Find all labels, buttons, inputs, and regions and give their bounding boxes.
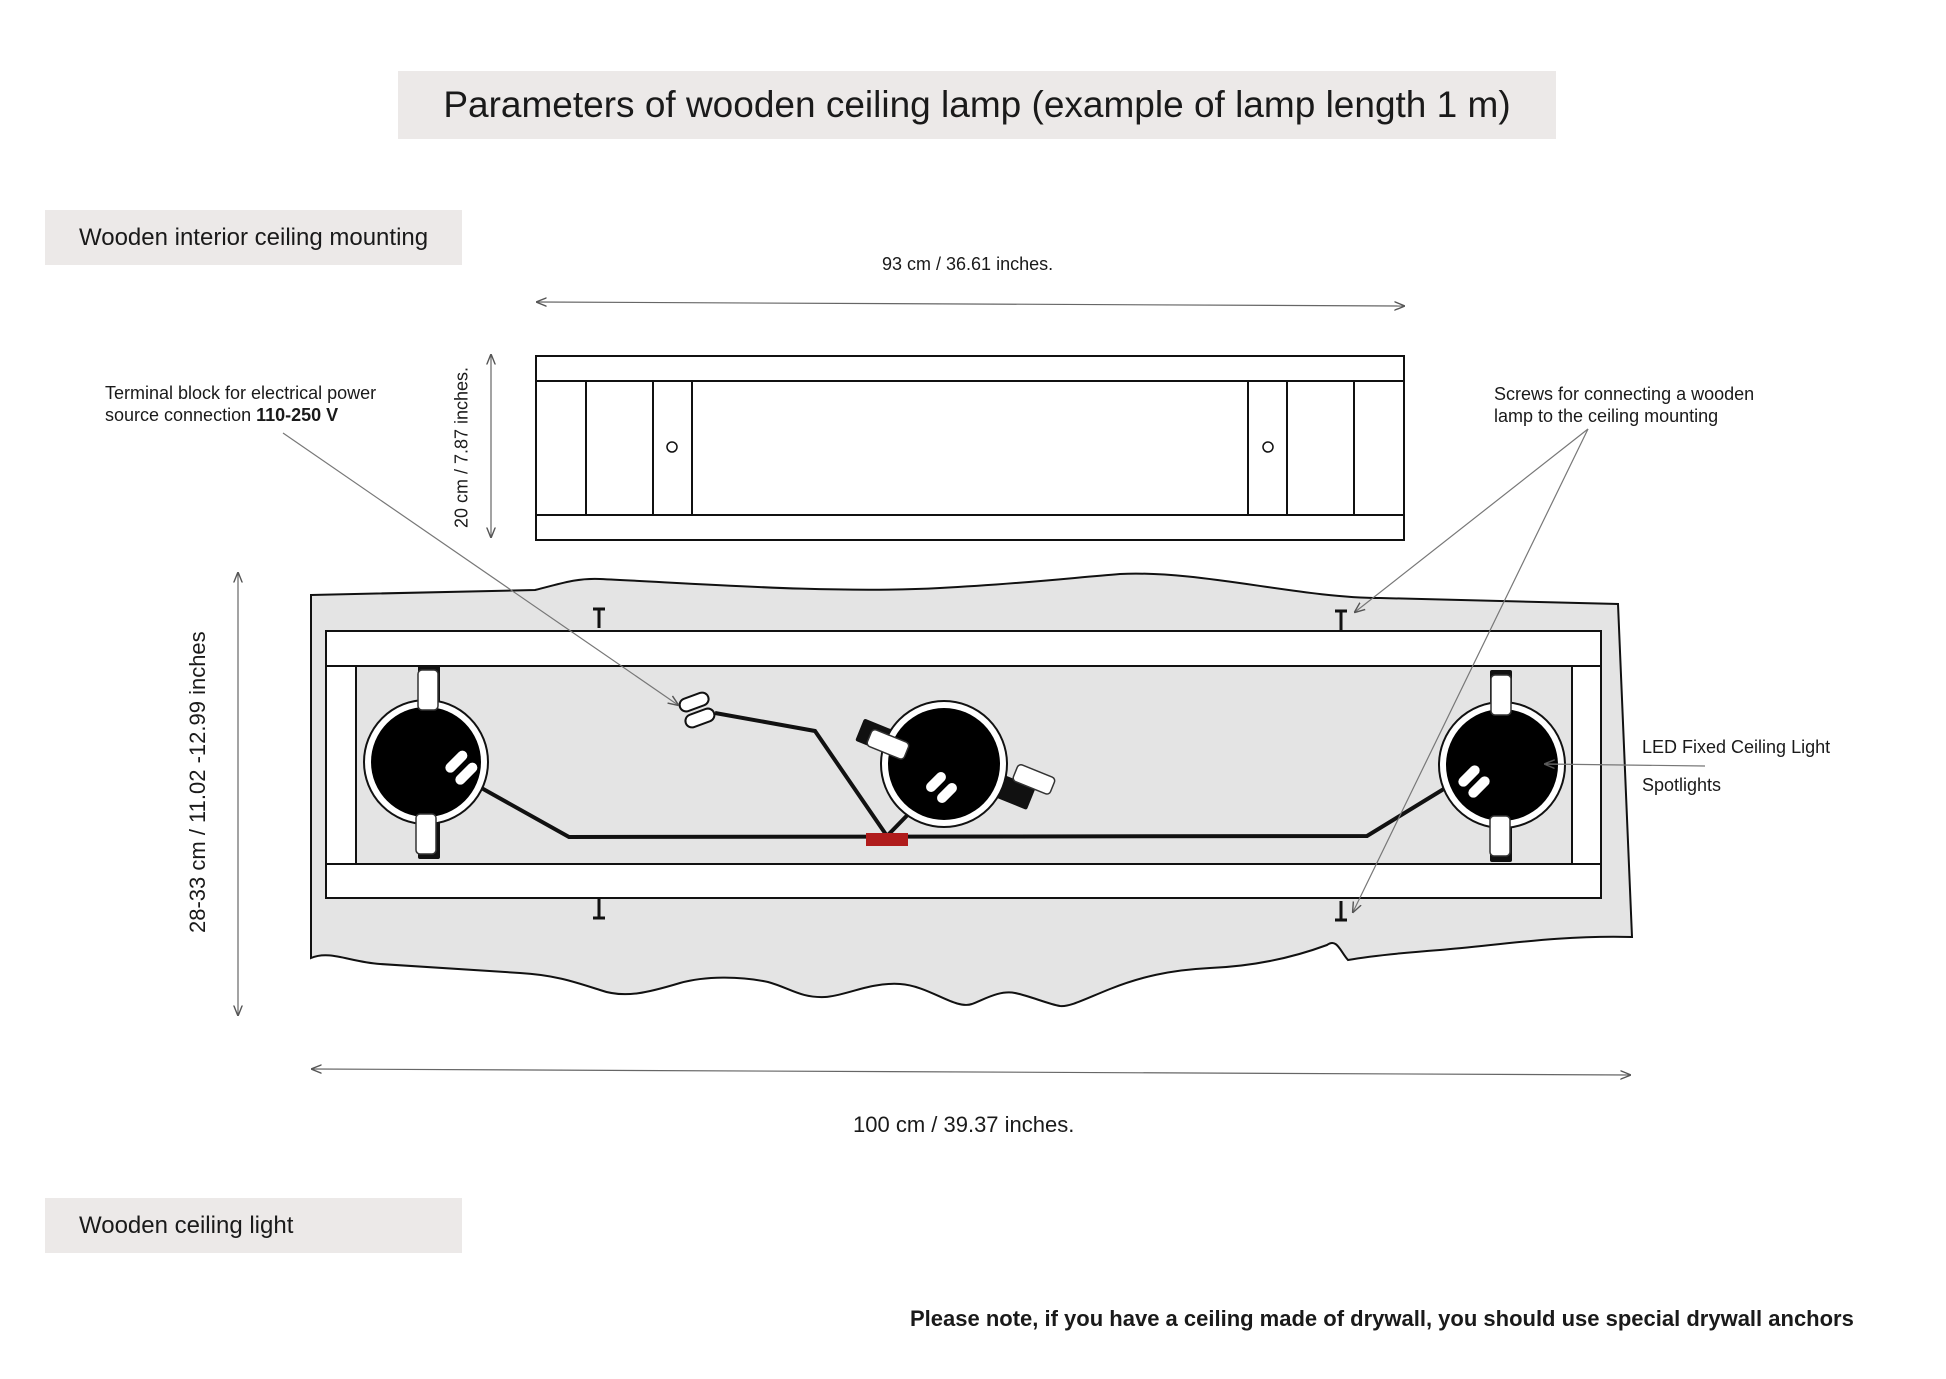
screws-label-line2: lamp to the ceiling mounting	[1494, 406, 1719, 426]
terminal-label-line2: source connection 110-250 V	[105, 404, 376, 426]
terminal-block-label: Terminal block for electrical power sour…	[105, 382, 376, 426]
dim-mount-width: 93 cm / 36.61 inches.	[882, 254, 1054, 274]
dim-lamp-width: 100 cm / 39.37 inches.	[853, 1112, 1075, 1137]
rail-left	[325, 665, 357, 865]
terminal-block	[678, 691, 716, 729]
wire-main	[459, 774, 1467, 840]
lamp-width-arrow	[312, 1069, 1630, 1075]
spotlight-left	[363, 665, 489, 859]
screws-label: Screws for connecting a wooden lamp to t…	[1494, 383, 1754, 427]
rail-bottom	[325, 863, 1602, 899]
drywall-note: Please note, if you have a ceiling made …	[910, 1306, 1854, 1331]
terminal-label-line1: Terminal block for electrical power	[105, 383, 377, 403]
terminal-voltage: 110-250 V	[256, 405, 339, 425]
dim-mount-height: 20 cm / 7.87 inches.	[451, 366, 472, 529]
wire-terminal	[714, 711, 889, 838]
terminal-label-prefix: source connection	[105, 405, 257, 425]
mount-width-arrow	[537, 302, 1404, 306]
section-label-light: Wooden ceiling light	[45, 1198, 462, 1253]
screws	[593, 607, 1347, 922]
wire-connector	[866, 833, 908, 846]
rail-top	[325, 630, 1602, 667]
screws-label-line1: Screws for connecting a wooden	[1494, 384, 1755, 404]
spotlight-center	[855, 700, 1056, 828]
ceiling-mounting	[535, 355, 1405, 541]
leader-lines	[282, 428, 1706, 912]
spotlight-right	[1438, 670, 1566, 862]
led-label-line1: LED Fixed Ceiling Light	[1642, 737, 1831, 757]
led-label-line2: Spotlights	[1642, 775, 1722, 795]
section-label-mounting: Wooden interior ceiling mounting	[45, 210, 462, 265]
diagram-title: Parameters of wooden ceiling lamp (examp…	[398, 71, 1556, 139]
dim-lamp-height: 28-33 cm / 11.02 -12.99 inches	[185, 631, 210, 933]
